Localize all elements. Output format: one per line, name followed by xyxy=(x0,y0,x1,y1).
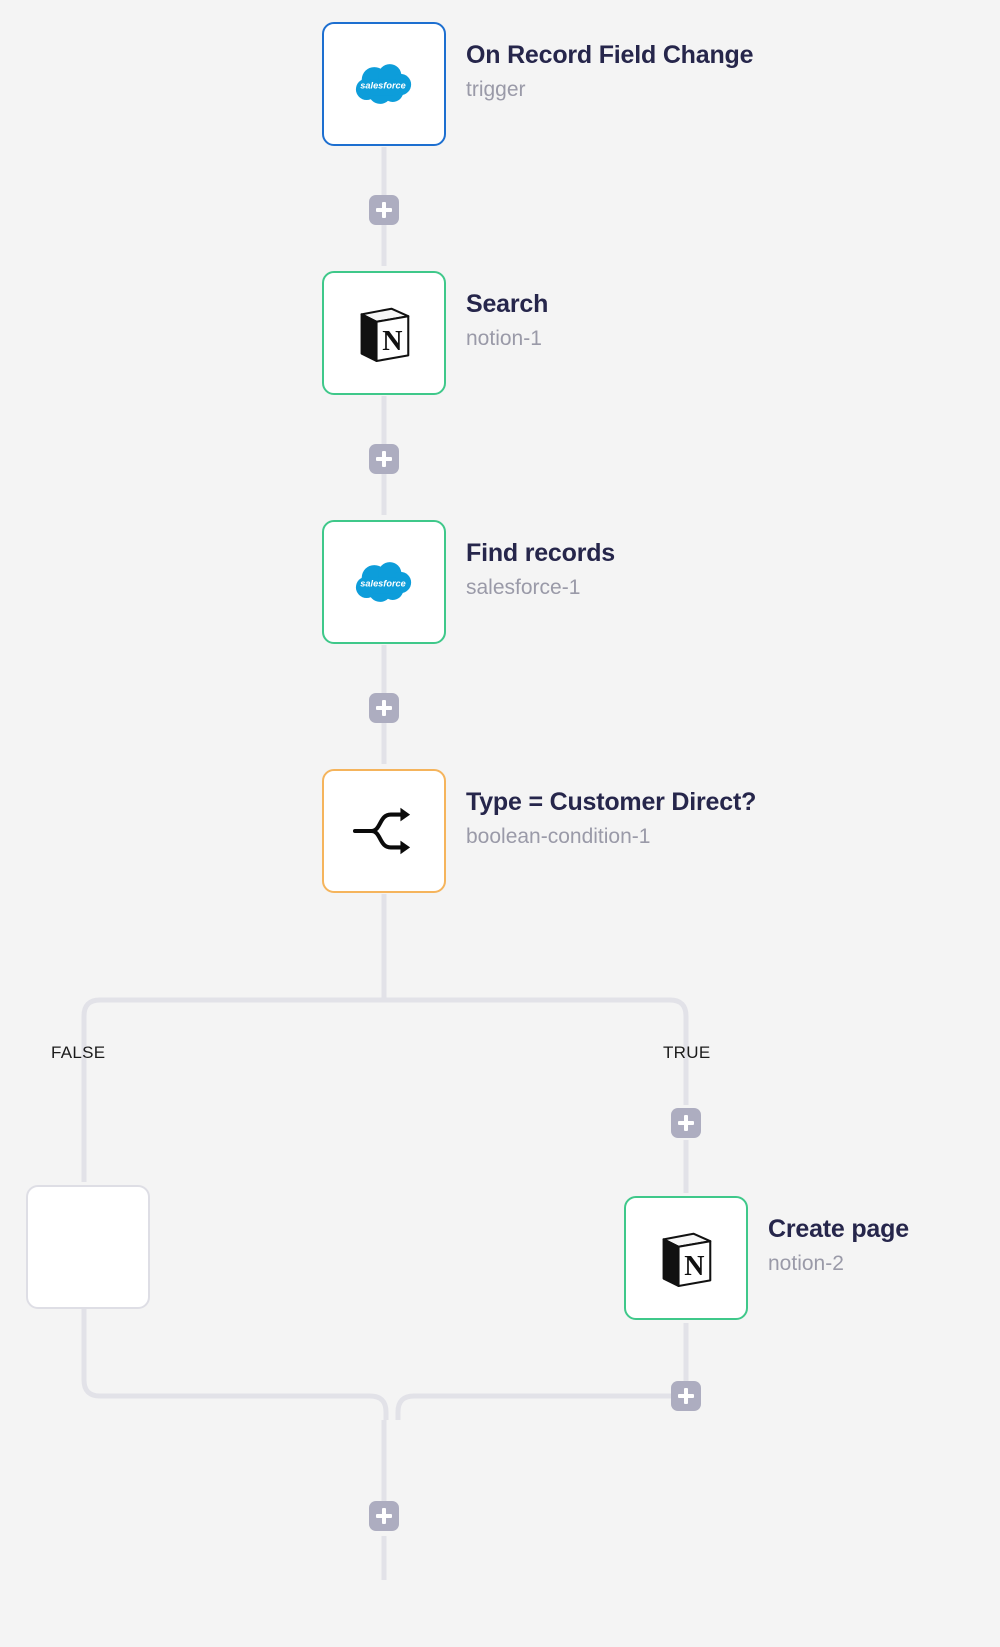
salesforce-icon: salesforce xyxy=(352,52,416,116)
node-label-salesforce-find-records: Find records salesforce-1 xyxy=(466,539,615,601)
node-action-notion-create-page[interactable]: N xyxy=(624,1196,748,1320)
notion-icon: N xyxy=(352,301,416,365)
node-label-trigger: On Record Field Change trigger xyxy=(466,41,754,103)
node-title: Search xyxy=(466,290,549,318)
edge-split-true xyxy=(384,997,689,1105)
node-label-notion-search: Search notion-1 xyxy=(466,290,548,352)
node-title: Type = Customer Direct? xyxy=(466,788,757,816)
salesforce-wordmark: salesforce xyxy=(360,80,405,90)
add-button-after-notion-create-page[interactable] xyxy=(671,1381,701,1411)
add-button-after-trigger[interactable] xyxy=(369,195,399,225)
edge-false-to-merge xyxy=(81,1300,370,1399)
add-button-after-salesforce-find-records[interactable] xyxy=(369,693,399,723)
edge-merge-right xyxy=(395,1393,686,1420)
node-subtitle: notion-2 xyxy=(768,1251,844,1275)
node-label-boolean-condition: Type = Customer Direct? boolean-conditio… xyxy=(466,788,756,850)
edge-split-false xyxy=(81,997,384,1182)
salesforce-icon: salesforce xyxy=(352,550,416,614)
add-button-after-merge[interactable] xyxy=(369,1501,399,1531)
node-title: On Record Field Change xyxy=(466,41,754,69)
edge-merge-left-turn xyxy=(369,1393,389,1420)
node-subtitle: salesforce-1 xyxy=(466,575,581,599)
node-empty-placeholder[interactable] xyxy=(26,1185,150,1309)
node-action-salesforce-find-records[interactable]: salesforce xyxy=(322,520,446,644)
notion-letter: N xyxy=(684,1251,704,1282)
node-label-notion-create-page: Create page notion-2 xyxy=(768,1215,909,1277)
node-title: Find records xyxy=(466,539,616,567)
node-subtitle: notion-1 xyxy=(466,326,542,350)
salesforce-wordmark: salesforce xyxy=(360,578,405,588)
node-trigger-on-record-field-change[interactable]: salesforce xyxy=(322,22,446,146)
node-action-notion-search[interactable]: N xyxy=(322,271,446,395)
node-subtitle: trigger xyxy=(466,77,526,101)
add-button-true-branch[interactable] xyxy=(671,1108,701,1138)
notion-letter: N xyxy=(382,326,402,357)
branch-label-false: FALSE xyxy=(51,1043,106,1062)
node-branch-boolean-condition[interactable] xyxy=(322,769,446,893)
node-title: Create page xyxy=(768,1215,909,1243)
add-button-after-notion-search[interactable] xyxy=(369,444,399,474)
branch-label-true: TRUE xyxy=(663,1043,711,1062)
branch-fork-icon xyxy=(352,799,416,863)
node-subtitle: boolean-condition-1 xyxy=(466,824,651,848)
notion-icon: N xyxy=(654,1226,718,1290)
